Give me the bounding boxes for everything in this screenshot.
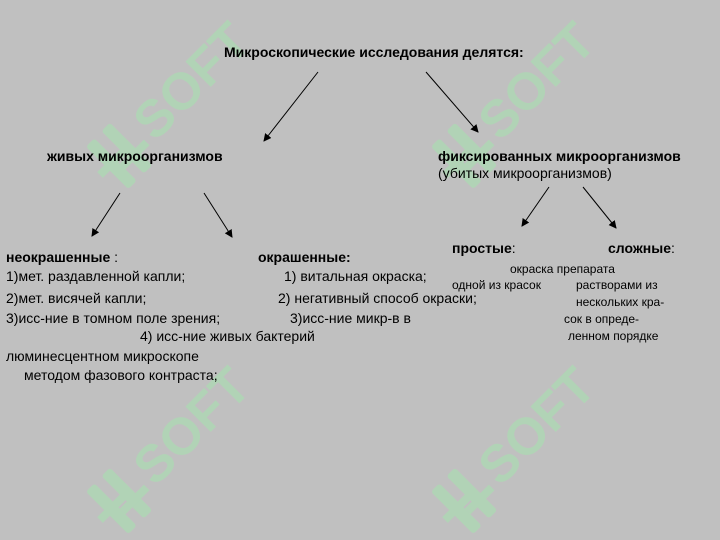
node-fixed-subtitle: (убитых микроорганизмов) xyxy=(438,165,612,181)
unstained-heading: неокрашенные xyxy=(6,249,111,265)
node-stained: окрашенные: xyxy=(258,249,351,265)
node-complex: сложные: xyxy=(608,240,675,256)
unstained-item: люминесцентном микроскопе xyxy=(6,348,199,364)
arrow-fixed-to-simple xyxy=(521,186,550,227)
simple-line: окраска препарата xyxy=(510,262,615,276)
diagram-title: Микроскопические исследования делятся: xyxy=(224,44,524,60)
stained-item: 3)исс-ние микр-в в xyxy=(290,310,411,326)
arrow-live-to-stained xyxy=(203,192,233,238)
simple-heading: простые xyxy=(452,240,512,256)
stained-item: 2) негативный способ окраски; xyxy=(278,290,477,306)
arrow-title-to-fixed xyxy=(425,71,479,133)
unstained-item: 3)исс-ние в томном поле зрения; xyxy=(6,310,221,326)
complex-line: нескольких кра- xyxy=(576,295,665,309)
node-simple: простые: xyxy=(452,240,516,256)
unstained-item: 1)мет. раздавленной капли; xyxy=(6,268,186,284)
simple-colon: : xyxy=(511,240,516,256)
complex-heading: сложные xyxy=(608,240,671,256)
arrow-fixed-to-complex xyxy=(582,186,617,229)
stained-item: 4) исс-ние живых бактерий xyxy=(140,328,315,344)
node-unstained: неокрашенные : xyxy=(6,249,118,265)
complex-line: растворами из xyxy=(576,278,658,292)
unstained-colon: : xyxy=(110,249,119,265)
stained-item: 1) витальная окраска; xyxy=(284,268,427,284)
arrow-live-to-unstained xyxy=(91,192,121,237)
complex-colon: : xyxy=(671,240,675,256)
unstained-item: методом фазового контраста; xyxy=(24,367,218,383)
node-fixed: фиксированных микроорганизмов xyxy=(438,148,681,164)
simple-line: одной из красок xyxy=(452,278,541,292)
unstained-item: 2)мет. висячей капли; xyxy=(6,290,147,306)
complex-line: ленном порядке xyxy=(568,329,659,343)
node-live: живых микроорганизмов xyxy=(47,148,223,164)
complex-line: сок в опреде- xyxy=(564,312,640,326)
arrow-title-to-live xyxy=(263,71,319,142)
